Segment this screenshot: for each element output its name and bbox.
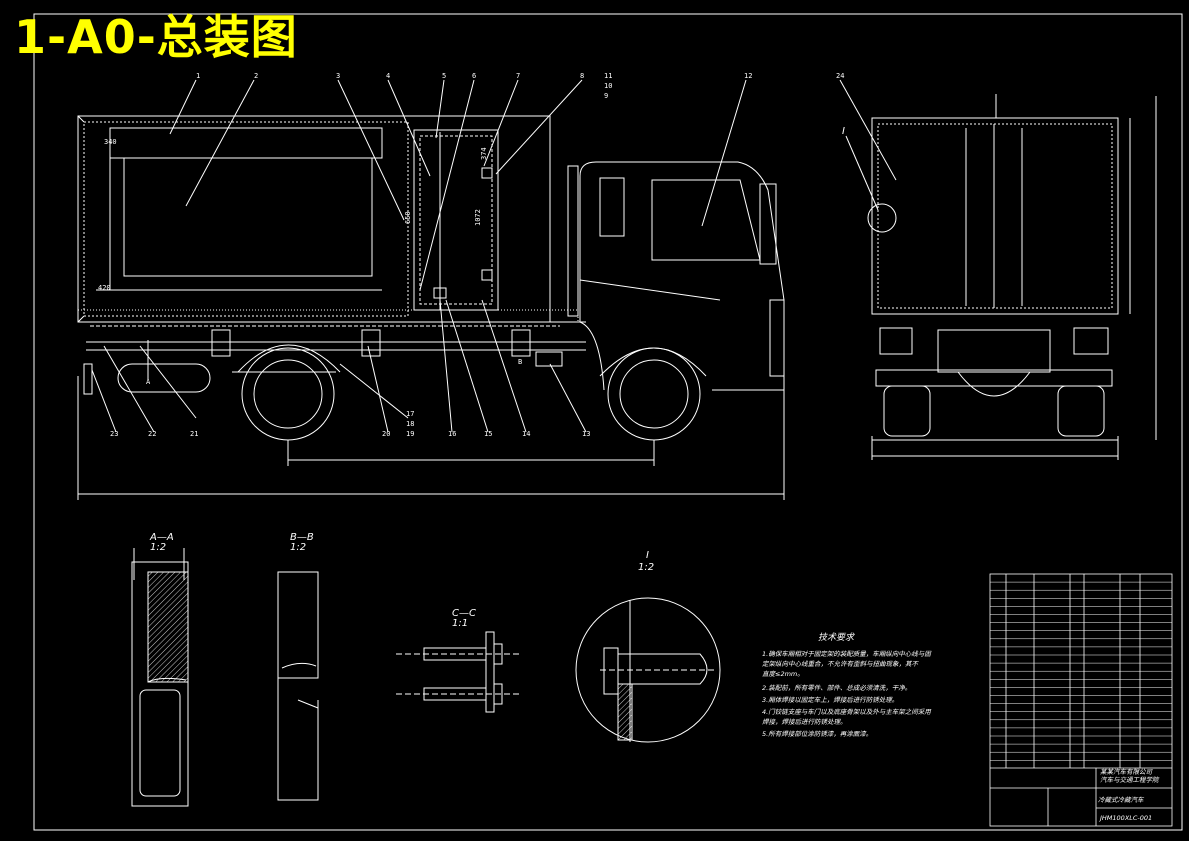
title-block-text: 汽车与交通工程学院 冷藏式冷藏汽车 JHM100XLC-001 某某汽车有限公司: [1098, 768, 1160, 822]
callout-17: 17: [406, 410, 414, 418]
note-line: 4.门铰链支座与车门以及底座骨架以及外与主车架之间采用: [762, 708, 932, 716]
label-cc: C—C: [452, 608, 476, 619]
label-bb: B—B: [290, 532, 314, 543]
callout-22: 22: [148, 430, 156, 438]
label-aa-scale: 1:2: [150, 542, 166, 553]
dim-374: 374: [480, 147, 488, 160]
callout-5: 5: [442, 72, 446, 80]
dim-1072: 1072: [474, 209, 482, 226]
callout-20: 20: [382, 430, 390, 438]
callout-24: 24: [836, 72, 844, 80]
callout-23: 23: [110, 430, 118, 438]
company-name: 汽车与交通工程学院: [1100, 776, 1160, 784]
callout-13: 13: [582, 430, 590, 438]
drawing-name: 冷藏式冷藏汽车: [1098, 796, 1145, 804]
callout-2: 2: [254, 72, 258, 80]
callout-7: 7: [516, 72, 520, 80]
label-aa: A—A: [149, 532, 174, 543]
label-detail: I: [646, 550, 649, 561]
notes-heading: 技术要求: [818, 632, 855, 643]
drawing-title: 1-A0-总装图: [14, 10, 298, 64]
dim-650: 650: [404, 211, 412, 224]
dimensions: 340 420 1072 374 650: [98, 138, 488, 292]
callout-3: 3: [336, 72, 340, 80]
callout-9: 9: [604, 92, 608, 100]
title-block: [989, 573, 1173, 827]
rear-box: [871, 117, 1119, 315]
section-bb: [277, 571, 319, 801]
callouts-bottom: 23 22 21 20 17 18 19 16 15 14 13: [110, 410, 590, 438]
technical-notes: 技术要求 1.确保车厢相对于固定架的装配质量，车厢纵向中心线与固 定架纵向中心线…: [762, 632, 932, 738]
callout-4: 4: [386, 72, 390, 80]
front-wheel: [607, 347, 701, 441]
side-view: [77, 79, 785, 500]
note-line: 定架纵向中心线重合，不允许有歪斜与扭曲现象，其不: [762, 660, 920, 668]
label-cc-scale: 1:1: [452, 618, 468, 629]
callout-14: 14: [522, 430, 530, 438]
sheet-border: [33, 13, 1183, 831]
note-line: 5.所有焊接部位涂防锈漆，再涂面漆。: [762, 730, 872, 738]
section-labels: A—A 1:2 B—B 1:2 C—C 1:1 I 1:2 I A B: [146, 126, 845, 629]
section-aa: [131, 548, 189, 807]
callout-18: 18: [406, 420, 414, 428]
rear-view: [839, 79, 1157, 460]
callout-6: 6: [472, 72, 476, 80]
dim-340: 340: [104, 138, 117, 146]
callout-15: 15: [484, 430, 492, 438]
callout-19: 19: [406, 430, 414, 438]
note-line: 焊接，焊接后进行防锈处理。: [762, 718, 847, 726]
note-line: 直度≤2mm。: [762, 670, 804, 678]
dim-420: 420: [98, 284, 111, 292]
label-bb-scale: 1:2: [290, 542, 306, 553]
note-line: 1.确保车厢相对于固定架的装配质量，车厢纵向中心线与固: [762, 650, 932, 658]
detail-i: [575, 597, 721, 743]
callout-21: 21: [190, 430, 198, 438]
marker-b: B: [518, 358, 522, 366]
title-block-rows: [990, 581, 1172, 761]
callout-1: 1: [196, 72, 200, 80]
callouts-top: 1 2 3 4 5 6 7 8 11 10 9 12 24: [196, 72, 844, 100]
detail-marker: I: [842, 126, 845, 137]
company: 某某汽车有限公司: [1100, 768, 1154, 776]
note-line: 2.装配前，所有零件、部件、总成必须清洗，干净。: [762, 684, 911, 692]
section-cc: [396, 631, 520, 713]
callout-8: 8: [580, 72, 584, 80]
drawing-number: JHM100XLC-001: [1098, 814, 1152, 822]
callout-16: 16: [448, 430, 456, 438]
callout-10: 10: [604, 82, 612, 90]
label-detail-scale: 1:2: [638, 562, 654, 573]
cab: [579, 161, 785, 391]
rear-wheel: [241, 347, 335, 441]
marker-a: A: [146, 378, 151, 386]
callout-12: 12: [744, 72, 752, 80]
callout-11: 11: [604, 72, 612, 80]
note-line: 3.厢体焊接以固定车上，焊接后进行防锈处理。: [762, 696, 898, 704]
